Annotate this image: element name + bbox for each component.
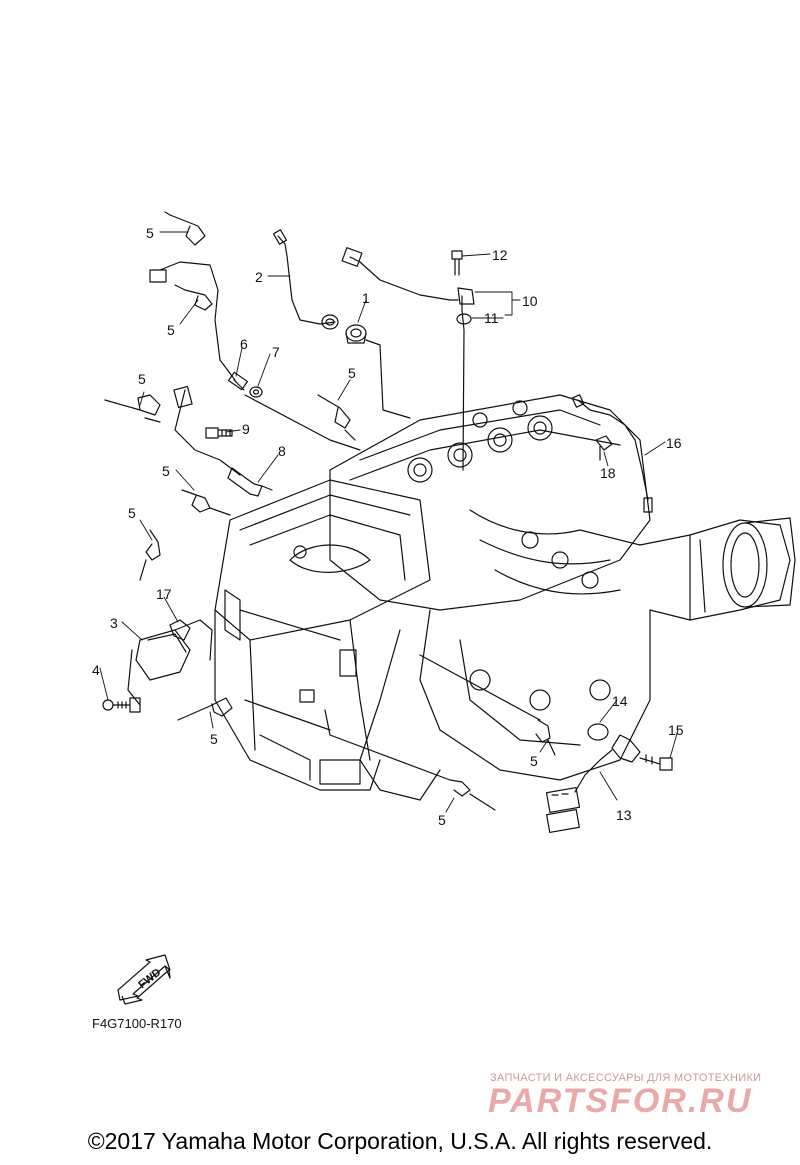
leader-lines xyxy=(99,231,679,813)
callout-9: 9 xyxy=(242,421,250,437)
callout-5-left-lower: 5 xyxy=(128,505,136,521)
callout-3: 3 xyxy=(110,615,118,631)
part-1-sensor xyxy=(345,324,411,419)
callout-5-left: 5 xyxy=(138,371,146,387)
part-13-harness xyxy=(545,734,641,834)
part-14-ring xyxy=(587,723,609,741)
part-3-bracket xyxy=(127,619,213,706)
callout-16: 16 xyxy=(666,435,682,451)
callout-6: 6 xyxy=(240,336,248,352)
part-15-bolt xyxy=(639,754,673,771)
copyright-notice: ©2017 Yamaha Motor Corporation, U.S.A. A… xyxy=(87,1128,713,1154)
part-16-sensor-lead xyxy=(571,394,653,513)
part-7-washer xyxy=(249,386,263,398)
air-box xyxy=(214,479,431,791)
part-10-assembly xyxy=(341,247,475,471)
callout-8: 8 xyxy=(278,443,286,459)
engine-block xyxy=(329,394,796,801)
callout-14: 14 xyxy=(612,693,628,709)
callout-4: 4 xyxy=(92,662,100,678)
part-8-sensor xyxy=(173,385,273,497)
callout-10: 10 xyxy=(522,293,538,309)
callout-5-bottom-right: 5 xyxy=(530,753,538,769)
figure-code: F4G7100-R170 xyxy=(92,1016,182,1031)
callout-5-mid: 5 xyxy=(348,365,356,381)
callout-5-bottom-center: 5 xyxy=(438,812,446,828)
part-9-bolt xyxy=(205,427,233,439)
callout-5-upper-left: 5 xyxy=(167,322,175,338)
part-17-clip xyxy=(169,619,191,641)
callout-7: 7 xyxy=(272,344,280,360)
watermark-logo: PARTSFOR.RU xyxy=(488,1082,753,1120)
part-6-sensor xyxy=(149,261,361,451)
watermark-subtitle: ЗАПЧАСТИ И АКСЕССУАРЫ ДЛЯ МОТОТЕХНИКИ xyxy=(490,1072,762,1084)
part-5-cable-ties xyxy=(104,211,556,811)
callout-11: 11 xyxy=(484,310,499,326)
callout-2: 2 xyxy=(255,269,263,285)
callout-18: 18 xyxy=(600,465,616,481)
callout-labels: 1 2 3 4 5 5 5 5 5 5 5 5 5 6 7 8 9 10 11 … xyxy=(92,225,684,828)
fwd-arrow-icon: FWD xyxy=(117,954,171,1005)
callout-12: 12 xyxy=(492,247,508,263)
callout-13: 13 xyxy=(616,807,632,823)
callout-17: 17 xyxy=(156,586,172,602)
part-2-lead xyxy=(272,229,339,330)
callout-5-bottom-left: 5 xyxy=(210,731,218,747)
part-4-screw xyxy=(102,697,141,713)
callout-5-left-mid: 5 xyxy=(162,463,170,479)
callout-15: 15 xyxy=(668,722,684,738)
callout-5-top: 5 xyxy=(146,225,154,241)
part-18-clamp xyxy=(595,435,613,461)
callout-1: 1 xyxy=(362,290,370,306)
